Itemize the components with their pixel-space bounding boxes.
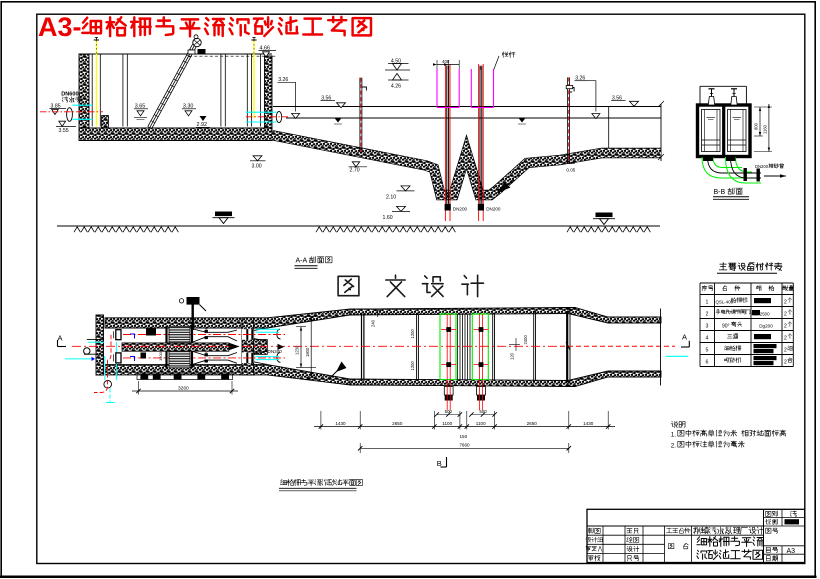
svg-text:400: 400: [442, 59, 450, 64]
svg-text:300: 300: [205, 351, 209, 357]
svg-text:3: 3: [706, 324, 709, 330]
svg-text:MD-2500: MD-2500: [752, 312, 771, 317]
svg-text:2: 2: [784, 300, 787, 306]
svg-text:A: A: [58, 334, 63, 343]
svg-text:2: 2: [706, 312, 709, 318]
svg-text:1160: 1160: [763, 124, 768, 134]
svg-text:2.10: 2.10: [386, 195, 396, 201]
svg-text:2: 2: [784, 312, 787, 318]
svg-text:240: 240: [371, 319, 376, 327]
svg-text:90°: 90°: [722, 324, 730, 330]
svg-text:3.65: 3.65: [135, 104, 146, 110]
svg-text:3.00: 3.00: [252, 163, 262, 169]
svg-text:A-A: A-A: [296, 258, 308, 265]
svg-text:1.: 1.: [671, 431, 677, 438]
svg-text:4.50: 4.50: [391, 58, 401, 64]
svg-text:2: 2: [784, 336, 787, 342]
svg-text:120: 120: [510, 352, 515, 360]
svg-text:DN600: DN600: [61, 92, 78, 98]
svg-text:QSL-400: QSL-400: [716, 300, 734, 305]
svg-text:A3-: A3-: [38, 12, 82, 42]
svg-text:2: 2: [784, 348, 787, 354]
svg-text:500: 500: [445, 409, 453, 414]
svg-text:2650: 2650: [392, 421, 403, 426]
svg-text:500: 500: [479, 409, 487, 414]
svg-text:3.26: 3.26: [278, 77, 288, 83]
svg-text:1230: 1230: [295, 345, 300, 355]
svg-text:3.30: 3.30: [183, 104, 194, 110]
svg-text:4: 4: [706, 336, 709, 342]
svg-text:3.56: 3.56: [612, 95, 622, 101]
svg-text:2: 2: [784, 324, 787, 330]
svg-text:800: 800: [754, 122, 759, 130]
svg-text:Dg200: Dg200: [759, 324, 773, 329]
svg-text:1100: 1100: [442, 421, 452, 426]
svg-text:2400: 2400: [523, 335, 528, 345]
svg-text:B: B: [437, 459, 442, 468]
svg-text:150: 150: [459, 434, 467, 439]
svg-text:3260: 3260: [178, 385, 189, 391]
svg-text:1500: 1500: [158, 351, 163, 361]
svg-text:A: A: [682, 333, 687, 342]
svg-text:DN200: DN200: [453, 207, 468, 212]
svg-text:3.26: 3.26: [575, 76, 585, 82]
svg-text:1: 1: [706, 300, 709, 306]
svg-text:DN300: DN300: [268, 349, 283, 354]
svg-text:1800: 1800: [305, 347, 310, 357]
svg-text:DN200: DN200: [755, 164, 769, 169]
svg-text:1430: 1430: [335, 421, 346, 426]
svg-text:5: 5: [706, 348, 709, 354]
svg-text:2.: 2.: [671, 442, 677, 449]
svg-text:0.05: 0.05: [566, 167, 575, 172]
svg-text:1430: 1430: [583, 421, 594, 426]
svg-text:4.26: 4.26: [391, 84, 401, 90]
svg-text:1: 1: [480, 66, 483, 71]
svg-text:4.66: 4.66: [260, 45, 271, 51]
svg-text:B-B: B-B: [714, 189, 726, 196]
svg-text:6: 6: [706, 360, 709, 366]
svg-text:1.60: 1.60: [383, 215, 393, 221]
svg-text:1200: 1200: [410, 329, 415, 339]
svg-text:2: 2: [784, 360, 787, 366]
svg-text:1200: 1200: [410, 361, 415, 371]
svg-text:3.85: 3.85: [51, 104, 61, 110]
svg-text:2650: 2650: [527, 421, 538, 426]
svg-text:2.70: 2.70: [350, 168, 360, 174]
svg-text:DN200: DN200: [486, 207, 501, 212]
svg-text:1100: 1100: [476, 421, 486, 426]
svg-text:2.92: 2.92: [197, 122, 208, 128]
svg-text:7660: 7660: [459, 443, 470, 448]
svg-text:300: 300: [205, 327, 209, 333]
svg-text:A3: A3: [787, 548, 796, 555]
svg-text:3.56: 3.56: [321, 96, 331, 102]
svg-text:3.55: 3.55: [59, 128, 69, 134]
